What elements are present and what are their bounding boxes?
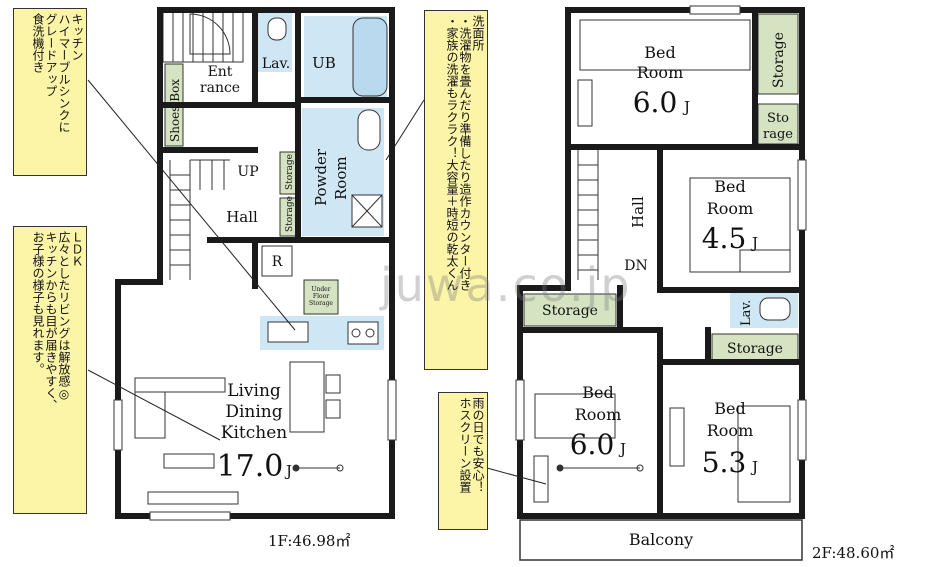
washroom-note: 洗面所 ・洗濯物を畳んだり準備したり造作カウンター付き ・家族の洗濯もラクラク！… <box>424 10 488 370</box>
storage-small-label-2: rage <box>763 127 793 142</box>
ldk-note: ＬＤＫ 広々としたリビングは解放感◎ キッチンからも目が届きやすく、 お子様の様… <box>13 226 87 514</box>
floor1-windows <box>113 379 397 521</box>
storage-left-label: Storage <box>542 303 598 319</box>
bed4-size: 5.3 <box>702 446 747 479</box>
balcony-area <box>519 519 803 561</box>
floor2-walls <box>517 7 805 519</box>
bed1-size: 6.0 <box>633 86 678 119</box>
storage-1f-a-label: Storage <box>285 154 295 190</box>
kitchen-sink-icon <box>267 321 309 343</box>
bathtub <box>352 17 388 97</box>
bed3-unit: J <box>618 440 626 458</box>
ldk-label-1: Living <box>227 381 281 401</box>
sink-icon <box>357 109 381 151</box>
powder-label-2: Room <box>332 156 350 200</box>
ldk-label-3: Kitchen <box>221 423 287 443</box>
bed1-label-1: Bed <box>644 43 675 62</box>
storage-small-label-1: Sto <box>767 111 789 126</box>
toilet-2f-icon <box>759 297 791 321</box>
floor2-area: 2F:48.60㎡ <box>812 544 895 562</box>
under-floor-label-2: Floor <box>313 293 329 300</box>
note-leader-lines <box>87 79 547 485</box>
refrigerator-box <box>261 245 293 277</box>
ldk-label-2: Dining <box>225 402 282 422</box>
hall-label-1f: Hall <box>226 208 258 226</box>
bed3-size: 6.0 <box>570 428 615 461</box>
floor1-plan: Ent rance Shoes Box Lav. UB Powder Room … <box>113 7 397 521</box>
bed1-label-2: Room <box>637 63 683 82</box>
ldk-size: 17.0 <box>217 449 284 484</box>
floor1-area: 1F:46.98㎡ <box>268 532 351 550</box>
powder-label-1: Powder <box>312 148 330 206</box>
storage-2f-left <box>523 293 617 327</box>
bed2-size: 4.5 <box>702 222 747 255</box>
entrance-label-1: Ent <box>208 64 233 80</box>
storage-2f-right <box>711 333 799 363</box>
lav-label-1f: Lav. <box>262 56 290 72</box>
bed4-unit: J <box>750 458 758 476</box>
storage-2f-small <box>757 103 799 145</box>
watermark: juwa.co.jp <box>380 258 632 312</box>
floor2-windows <box>515 5 807 461</box>
under-floor-label-3: Storage <box>309 300 333 307</box>
bed4-label-2: Room <box>707 421 753 440</box>
floor2-furniture <box>533 19 791 503</box>
entrance-door <box>189 13 231 55</box>
ub-label: UB <box>312 54 336 72</box>
shoes-box-label: Shoes Box <box>168 79 182 142</box>
storage-top-label: Storage <box>771 32 787 88</box>
bed3-label-1: Bed <box>582 383 613 402</box>
dn-label: DN <box>624 258 647 274</box>
bed2-label-1: Bed <box>714 177 745 196</box>
bed2-unit: J <box>750 234 758 252</box>
bed3-label-2: Room <box>575 405 621 424</box>
kitchen-note: キッチン ハイマーブルシンクに グレードアップ 食洗機付き <box>13 8 87 176</box>
ldk-furniture <box>134 361 344 505</box>
up-label: UP <box>237 164 258 180</box>
bed4-label-1: Bed <box>714 399 745 418</box>
storage-right-label: Storage <box>727 341 783 357</box>
lav-label-2f: Lav. <box>739 300 754 326</box>
entrance-label-2: rance <box>200 80 240 96</box>
balcony-label: Balcony <box>629 530 693 549</box>
toilet-1f-icon <box>267 17 287 41</box>
stove-icon <box>347 321 379 345</box>
bed1-unit: J <box>682 98 690 116</box>
hall-label-2f: Hall <box>629 196 647 228</box>
ldk-unit: J <box>284 462 292 480</box>
stairs-2f <box>577 150 599 280</box>
storage-1f-b-label: Storage <box>285 196 295 232</box>
floor1-walls <box>115 7 395 519</box>
storage-2f-top <box>757 13 799 95</box>
under-floor-label-1: Under <box>311 286 330 293</box>
floor2-plan: Bed Room 6.0 J Storage Sto rage Bed Room… <box>515 5 807 561</box>
balcony-note: 雨の日でも安心！ ホスクリーン設置 <box>438 392 488 530</box>
under-floor-storage <box>303 279 339 315</box>
bed2-label-2: Room <box>707 199 753 218</box>
refrigerator-label: R <box>272 254 283 270</box>
